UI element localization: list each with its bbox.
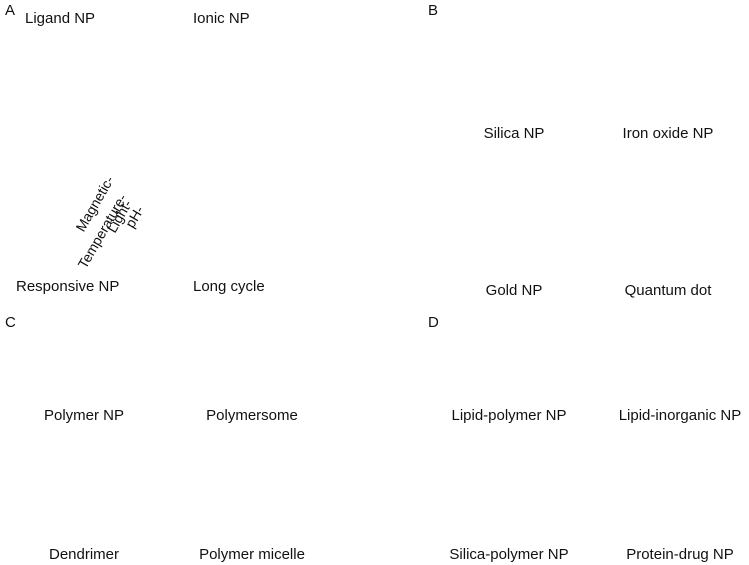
label-gold-np: Gold NP [485, 282, 543, 299]
label-iron-oxide-np: Iron oxide NP [622, 125, 714, 142]
panel-d-letter: D [428, 314, 439, 331]
label-ligand-np: Ligand NP [25, 10, 96, 27]
polymersome-icon [216, 322, 288, 394]
plus-icon [196, 91, 229, 135]
label-lipid-polymer-np: Lipid-polymer NP [451, 407, 567, 424]
label-dendrimer: Dendrimer [48, 546, 120, 563]
lipid-polymer-np-icon [474, 327, 544, 397]
label-silica-polymer-np: Silica-polymer NP [449, 546, 569, 563]
ph-bead [134, 186, 148, 200]
lipid-inorganic-np-icon [634, 328, 702, 396]
label-polymer-micelle: Polymer micelle [199, 546, 305, 563]
label-ionic-np: Ionic NP [193, 10, 250, 27]
label-polymer-np: Polymer NP [43, 407, 125, 424]
antibody-icon [110, 54, 144, 104]
polymer-np-icon [53, 329, 117, 401]
label-protein-drug-np: Protein-drug NP [626, 546, 734, 563]
panel-a-letter: A [5, 2, 16, 19]
light-bead [122, 179, 136, 193]
label-silica-np: Silica NP [483, 125, 545, 142]
lipid-tail-ring [111, 98, 211, 198]
silica-np-icon [480, 37, 546, 103]
label-polymersome: Polymersome [206, 407, 298, 424]
peg-chain [199, 167, 263, 177]
label-quantum-dot: Quantum dot [624, 282, 712, 299]
silica-polymer-np-icon [478, 466, 546, 534]
dendrimer-icon [48, 464, 120, 536]
iron-oxide-np-icon [625, 33, 705, 111]
gold-np-icon [477, 178, 551, 252]
peg-chain [194, 179, 227, 223]
magnetic-bead [108, 152, 122, 168]
chain-line [69, 104, 119, 112]
label-lipid-inorganic-np: Lipid-inorganic NP [618, 407, 742, 424]
label-long-cycle: Long cycle [193, 278, 265, 295]
lipid-inner-ring [118, 105, 203, 190]
lipid-ring [98, 85, 225, 209]
polymer-micelle-icon [220, 468, 284, 532]
panel-b-letter: B [428, 2, 439, 19]
peg-chain [179, 191, 193, 245]
charge-arc [197, 109, 221, 125]
label-responsive-np: Responsive NP [16, 278, 120, 295]
quantum-dot-icon [644, 194, 686, 236]
chain-line [67, 118, 117, 126]
protein-drug-np-icon [635, 467, 701, 533]
vesicle-core [134, 121, 188, 175]
panel-c-letter: C [5, 314, 16, 331]
